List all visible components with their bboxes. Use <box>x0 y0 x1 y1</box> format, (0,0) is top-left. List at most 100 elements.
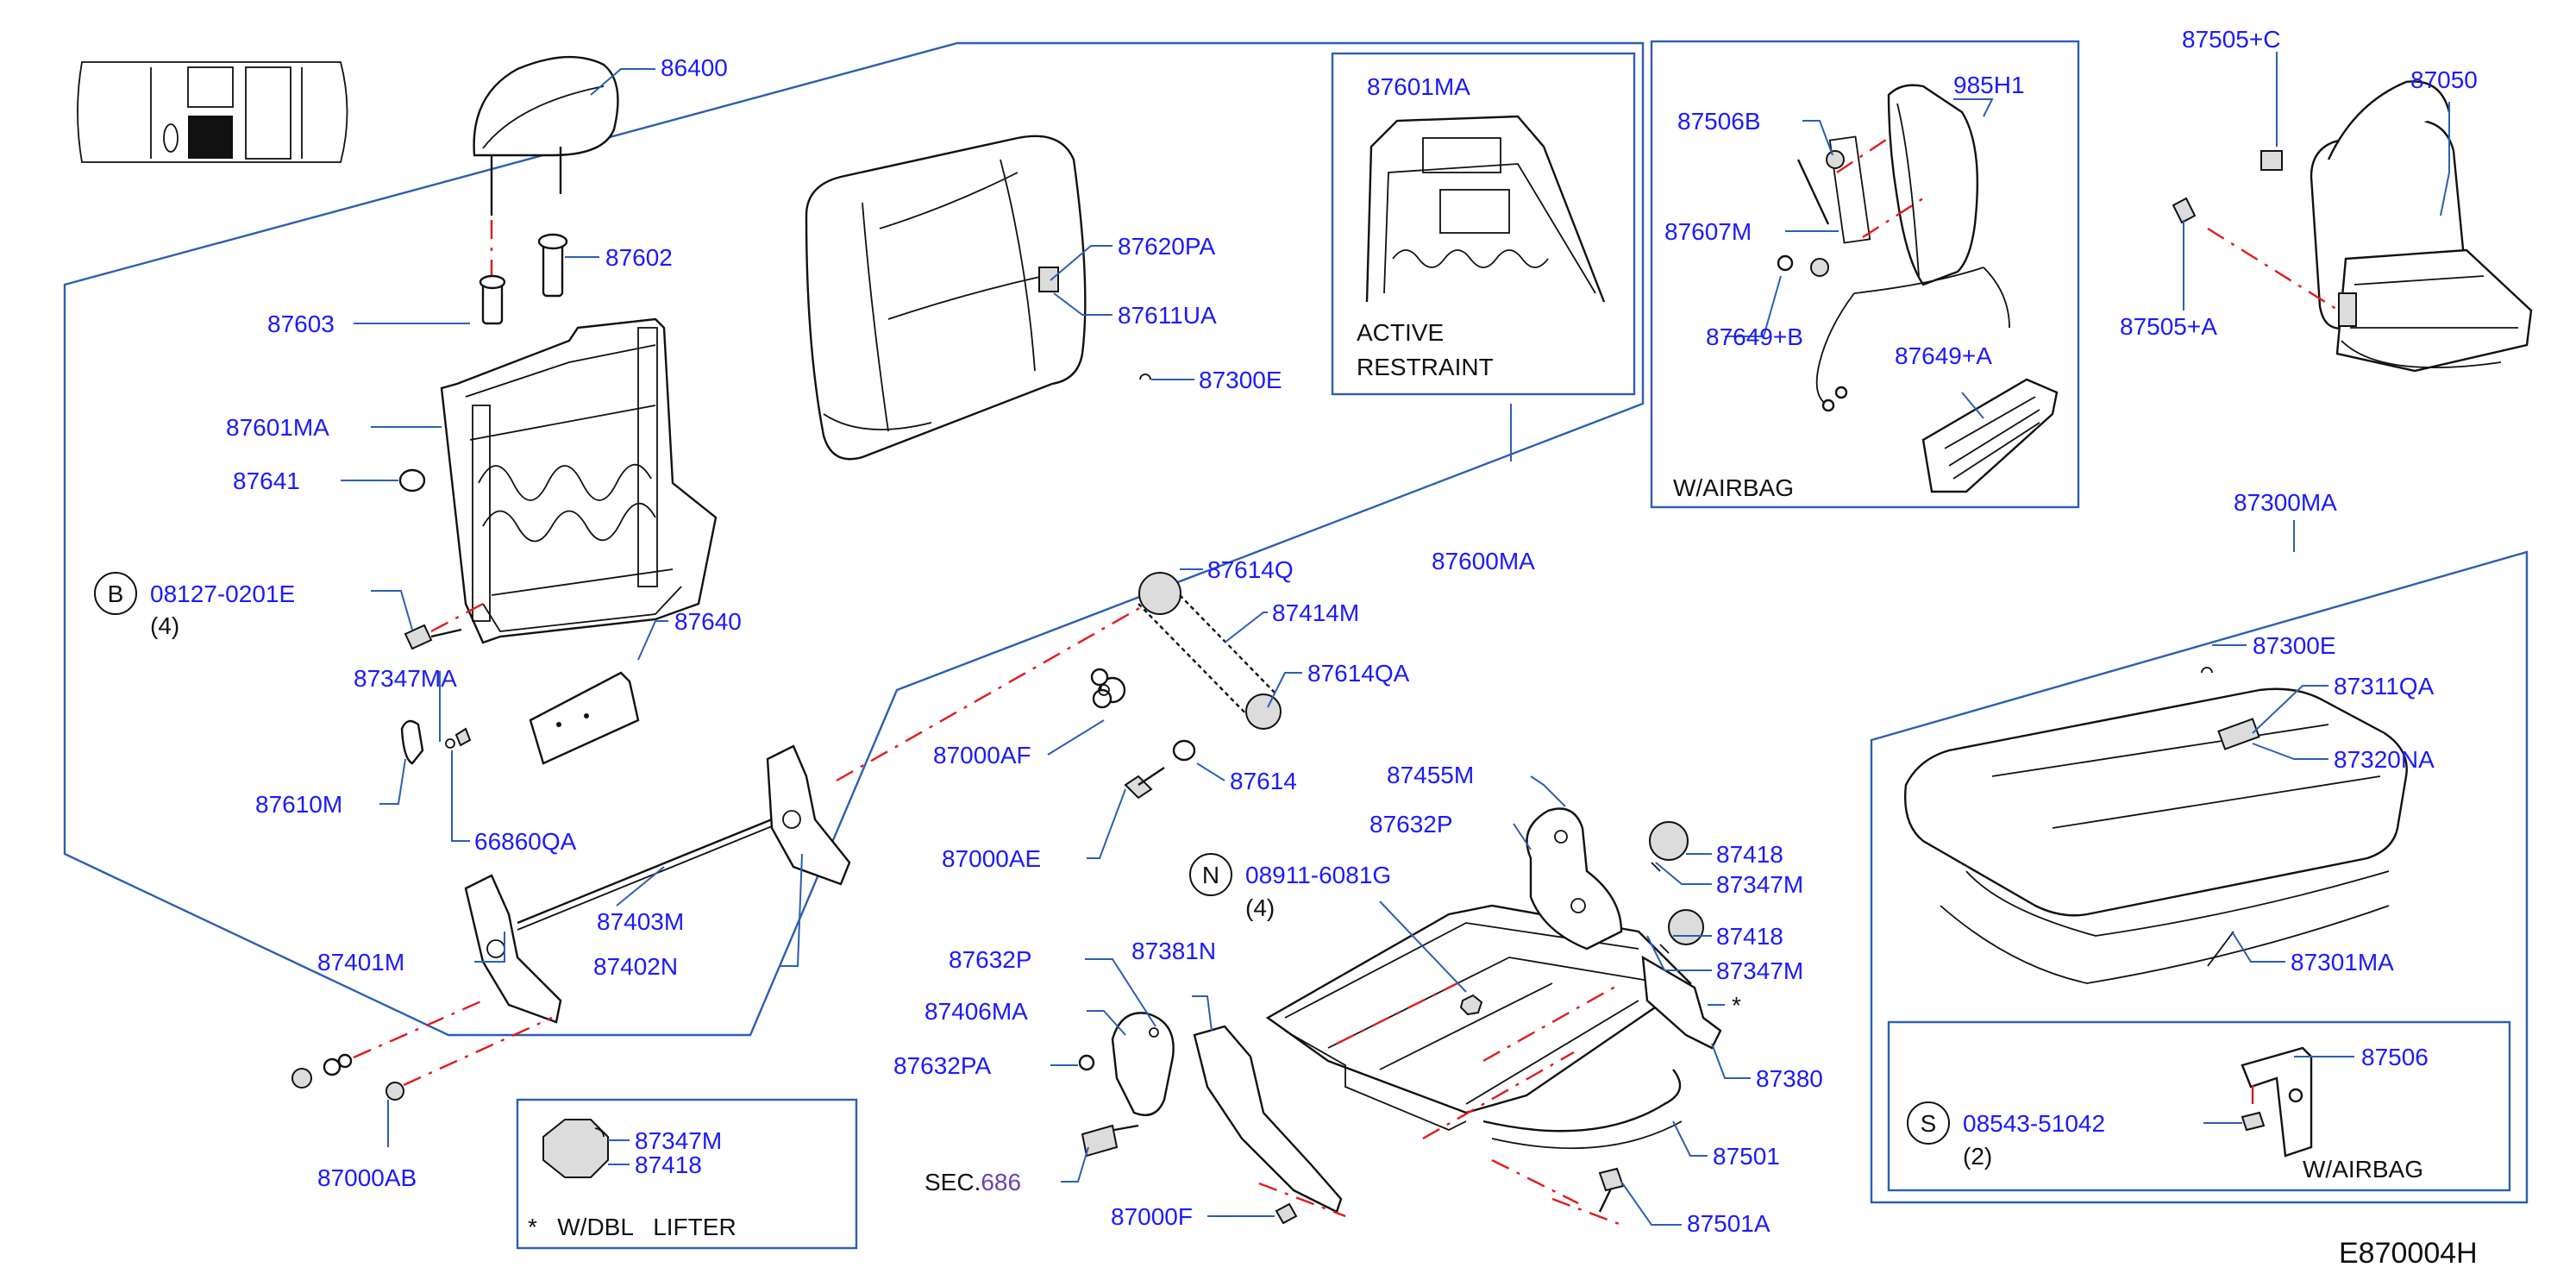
label-87649+A: 87649+A <box>1895 342 1992 369</box>
label-87506B: 87506B <box>1677 108 1761 135</box>
airbag-top-box <box>1650 40 2080 509</box>
label-quantity-4-nut: (4) <box>1245 894 1275 921</box>
label-quantity-4-bolt: (4) <box>150 612 179 639</box>
seat-track-frame-part <box>1265 904 1692 1150</box>
headrest-guide-part <box>479 233 568 325</box>
airbag-module-part <box>1777 84 2010 412</box>
label-87501A: 87501A <box>1687 1210 1771 1237</box>
leader-lines <box>341 52 2450 1226</box>
label-87632P-upper: 87632P <box>1369 811 1453 838</box>
label-87418-upper: 87418 <box>1716 841 1783 868</box>
airbag-bottom-label: W/AIRBAG <box>2303 1156 2423 1183</box>
seatback-frame-part <box>440 317 718 644</box>
seatback-assembly-boundary <box>63 41 1645 1037</box>
label-87614: 87614 <box>1230 768 1297 794</box>
label-87380: 87380 <box>1756 1065 1823 1092</box>
label-87403M: 87403M <box>597 908 684 935</box>
recliner-bracket-right-part <box>766 744 851 886</box>
active-restraint-frame-part <box>1365 115 1606 303</box>
label-87614Q: 87614Q <box>1207 556 1294 583</box>
hog-ring-part <box>2201 667 2213 674</box>
label-87632P-lower: 87632P <box>949 946 1032 973</box>
grommet-part <box>398 468 426 493</box>
label-87455M: 87455M <box>1387 762 1474 788</box>
label-87414M: 87414M <box>1272 599 1359 626</box>
assembly-line <box>430 602 484 633</box>
recliner-cover-part <box>1078 1012 1343 1214</box>
label-87000AE: 87000AE <box>942 845 1041 872</box>
label-87300E-cushion: 87300E <box>2253 632 2336 659</box>
legend-note: * W/DBL LIFTER <box>528 1214 736 1240</box>
label-87000AB: 87000AB <box>317 1164 417 1191</box>
assembly-line <box>1862 197 1924 239</box>
lever-part <box>400 719 472 765</box>
bolt-part <box>291 1053 404 1101</box>
legend-box <box>516 1098 858 1250</box>
airbag-bottom-box <box>1887 1020 2511 1192</box>
label-87401M: 87401M <box>317 949 404 976</box>
label-87320NA: 87320NA <box>2334 746 2435 773</box>
label-87603: 87603 <box>267 311 335 337</box>
harness-clip-part <box>1081 1124 1139 1158</box>
assembly-line <box>1258 1182 1346 1218</box>
label-86400: 86400 <box>661 54 728 81</box>
label-985H1: 985H1 <box>1953 72 2025 98</box>
seatback-trim-part <box>805 135 1087 461</box>
label-87620PA: 87620PA <box>1118 233 1215 260</box>
label-08543-51042: 08543-51042 <box>1963 1110 2105 1137</box>
assembly-line <box>2207 227 2340 312</box>
svg-text:S: S <box>1921 1110 1937 1137</box>
bolt-part <box>404 624 462 650</box>
double-lifter-marker: * <box>1732 992 1741 1019</box>
label-87506: 87506 <box>2361 1044 2429 1070</box>
seat-cushion-box <box>1870 550 2529 1204</box>
label-87602: 87602 <box>605 244 673 271</box>
airbag-top-label: W/AIRBAG <box>1673 474 1794 501</box>
label-87640: 87640 <box>674 608 742 635</box>
headrest-part <box>473 55 619 216</box>
label-66860QA: 66860QA <box>474 828 577 855</box>
svg-text:B: B <box>108 580 124 607</box>
assembly-line <box>1491 1158 1579 1205</box>
airbag-sensor-part <box>1921 378 2059 493</box>
assembly-line <box>1336 982 1458 1045</box>
assembly-line <box>1482 982 1622 1063</box>
active-restraint-box <box>1331 52 1636 396</box>
label-87614QA: 87614QA <box>1307 660 1410 687</box>
label-87050: 87050 <box>2410 66 2478 93</box>
label-87418-lower: 87418 <box>1716 923 1783 950</box>
label-quantity-2: (2) <box>1963 1143 1992 1170</box>
complete-seat-part <box>2310 80 2533 373</box>
seat-lifter-part <box>1526 807 1623 951</box>
nut-part <box>1459 994 1483 1016</box>
legend-label-87418: 87418 <box>635 1151 702 1178</box>
label-87632PA: 87632PA <box>893 1052 991 1079</box>
label-87601MA-frame: 87601MA <box>226 414 329 441</box>
assembly-line <box>353 999 484 1059</box>
label-87381N: 87381N <box>1131 938 1216 964</box>
callout-n: N <box>1189 853 1232 896</box>
callout-b: B <box>94 572 137 615</box>
sec-prefix: SEC. <box>924 1169 981 1195</box>
label-87610M: 87610M <box>255 791 342 818</box>
label-87347M-upper: 87347M <box>1716 871 1803 898</box>
label-87600MA: 87600MA <box>1432 548 1535 574</box>
gear-belt-part <box>1090 572 1282 800</box>
label-87402N: 87402N <box>593 953 678 980</box>
recliner-bracket-left-part <box>464 874 562 1024</box>
vehicle-locator-icon <box>77 61 348 163</box>
label-87501: 87501 <box>1713 1143 1780 1170</box>
label-87000AF: 87000AF <box>933 742 1031 769</box>
assembly-line <box>1551 1197 1622 1227</box>
active-restraint-line1: ACTIVE <box>1357 319 1444 346</box>
label-87649+B: 87649+B <box>1706 323 1803 350</box>
sec-reference: SEC.686 <box>924 1169 1021 1195</box>
label-87601MA-active: 87601MA <box>1367 73 1470 100</box>
svg-text:N: N <box>1202 862 1219 888</box>
bolt-part <box>1275 1167 1625 1225</box>
active-restraint-line2: RESTRAINT <box>1357 354 1494 380</box>
label-87000F: 87000F <box>1111 1203 1193 1230</box>
legend-label-87347M: 87347M <box>635 1127 722 1154</box>
assembly-line <box>1422 1051 1575 1140</box>
